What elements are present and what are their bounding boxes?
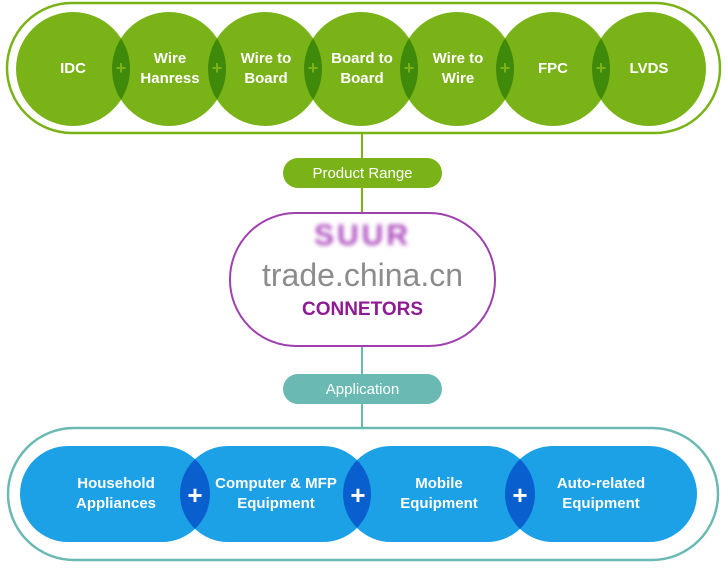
product-lvds: LVDS	[629, 60, 669, 77]
product-circles	[16, 12, 706, 126]
circle-idc	[16, 12, 130, 126]
circle-wire-to-board	[208, 12, 322, 126]
app-mobile: Mobile Equipment	[400, 475, 478, 512]
product-idc: IDC	[60, 60, 86, 77]
circle-lvds	[592, 12, 706, 126]
circle-board-to-board	[304, 12, 418, 126]
plus-icon: +	[499, 58, 511, 78]
center-container	[229, 212, 496, 347]
app-household-appliances: Household Appliances	[75, 475, 157, 512]
product-wire-to-board: Wire to Board	[240, 50, 292, 87]
circle-wire-to-wire	[400, 12, 514, 126]
plus-icon: +	[403, 58, 415, 78]
center-title: CONNETORS	[301, 299, 424, 320]
plus-icon: +	[512, 480, 528, 510]
application-pills	[20, 446, 697, 542]
plus-icon: +	[211, 58, 223, 78]
app-computer-mfp: Computer & MFP Equipment	[215, 475, 337, 512]
product-board-to-board: Board to Board	[331, 50, 393, 87]
circle-fpc	[496, 12, 610, 126]
product-wire-harness: Wire Hanress	[140, 50, 200, 87]
app-auto-related: Auto-related Equipment	[556, 475, 646, 512]
watermark: trade.china.cn	[261, 257, 463, 293]
application-label: Application	[283, 374, 442, 404]
plus-icon: +	[595, 58, 607, 78]
plus-icon: +	[307, 58, 319, 78]
plus-icon: +	[115, 58, 127, 78]
product-range-label: Product Range	[283, 158, 442, 188]
product-wire-to-wire: Wire to Wire	[432, 50, 484, 87]
product-fpc: FPC	[538, 60, 568, 77]
brand-logo: SUUR	[313, 219, 411, 252]
plus-icon: +	[187, 480, 203, 510]
plus-icon: +	[350, 480, 366, 510]
circle-wire-harness	[112, 12, 226, 126]
